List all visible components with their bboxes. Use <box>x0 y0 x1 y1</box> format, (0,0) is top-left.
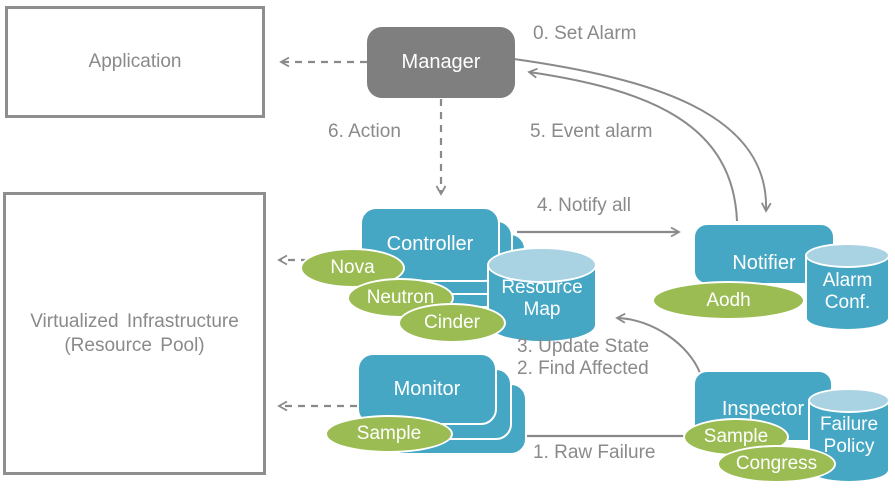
inspector-sample-label: Sample <box>703 426 769 447</box>
monitor-sample-label: Sample <box>356 423 422 444</box>
aodh-plugin-oval: Aodh <box>652 281 805 320</box>
cinder-plugin-oval: Cinder <box>398 303 506 343</box>
resource-map-label: Resource Map <box>487 277 597 321</box>
curve-update-inspector-to-resource-map <box>615 312 701 374</box>
failure-policy-datastore: Failure Policy <box>808 388 890 483</box>
flow-label-update-state: 3. Update State <box>517 336 650 357</box>
flow-label-raw-failure: 1. Raw Failure <box>533 442 656 463</box>
resource-map-line2: Map <box>523 299 561 320</box>
alarm-conf-line1: Alarm <box>822 270 873 291</box>
flow-label-find-affected: 2. Find Affected <box>517 358 649 379</box>
flow-label-notify-all: 4. Notify all <box>537 195 631 216</box>
aodh-label: Aodh <box>706 289 751 311</box>
monitor-stack-front: Monitor <box>357 353 497 425</box>
inspector-label: Inspector <box>721 397 805 420</box>
failure-policy-line2: Policy <box>823 436 875 457</box>
resource-map-datastore: Resource Map <box>487 247 597 343</box>
monitor-label: Monitor <box>393 377 461 400</box>
application-box: Application <box>5 6 265 118</box>
flow-label-set-alarm: 0. Set Alarm <box>533 23 637 44</box>
alarm-conf-line2: Conf. <box>824 292 871 313</box>
curve-set-alarm-manager-to-notifier <box>513 58 772 213</box>
manager-node: Manager <box>367 27 515 98</box>
congress-plugin-oval: Congress <box>717 445 836 483</box>
controller-label: Controller <box>386 233 474 255</box>
nova-plugin-oval: Nova <box>300 248 405 288</box>
failure-policy-line1: Failure <box>819 414 879 435</box>
curve-event-alarm-notifier-to-manager <box>527 67 738 222</box>
virtualized-infrastructure-line1: Virtualized Infrastructure <box>30 310 239 332</box>
flow-label-event-alarm: 5. Event alarm <box>530 121 653 142</box>
monitor-sample-plugin-oval: Sample <box>325 415 453 453</box>
congress-label: Congress <box>735 453 818 474</box>
alarm-conf-cylinder-top <box>805 243 890 268</box>
flow-label-action: 6. Action <box>328 121 401 142</box>
application-label: Application <box>88 51 182 72</box>
virtualized-infrastructure-box: Virtualized Infrastructure (Resource Poo… <box>3 192 266 475</box>
manager-label: Manager <box>401 51 481 73</box>
alarm-conf-label: Alarm Conf. <box>805 270 890 314</box>
cinder-label: Cinder <box>424 312 480 333</box>
notifier-label: Notifier <box>732 251 796 274</box>
failure-policy-cylinder-top <box>808 388 890 413</box>
failure-policy-label: Failure Policy <box>808 414 890 458</box>
resource-map-line1: Resource <box>501 277 583 298</box>
resource-map-cylinder-top <box>487 247 597 283</box>
alarm-conf-datastore: Alarm Conf. <box>805 243 890 331</box>
virtualized-infrastructure-line2: (Resource Pool) <box>64 334 205 356</box>
nova-label: Nova <box>330 257 375 278</box>
neutron-label: Neutron <box>366 287 435 308</box>
